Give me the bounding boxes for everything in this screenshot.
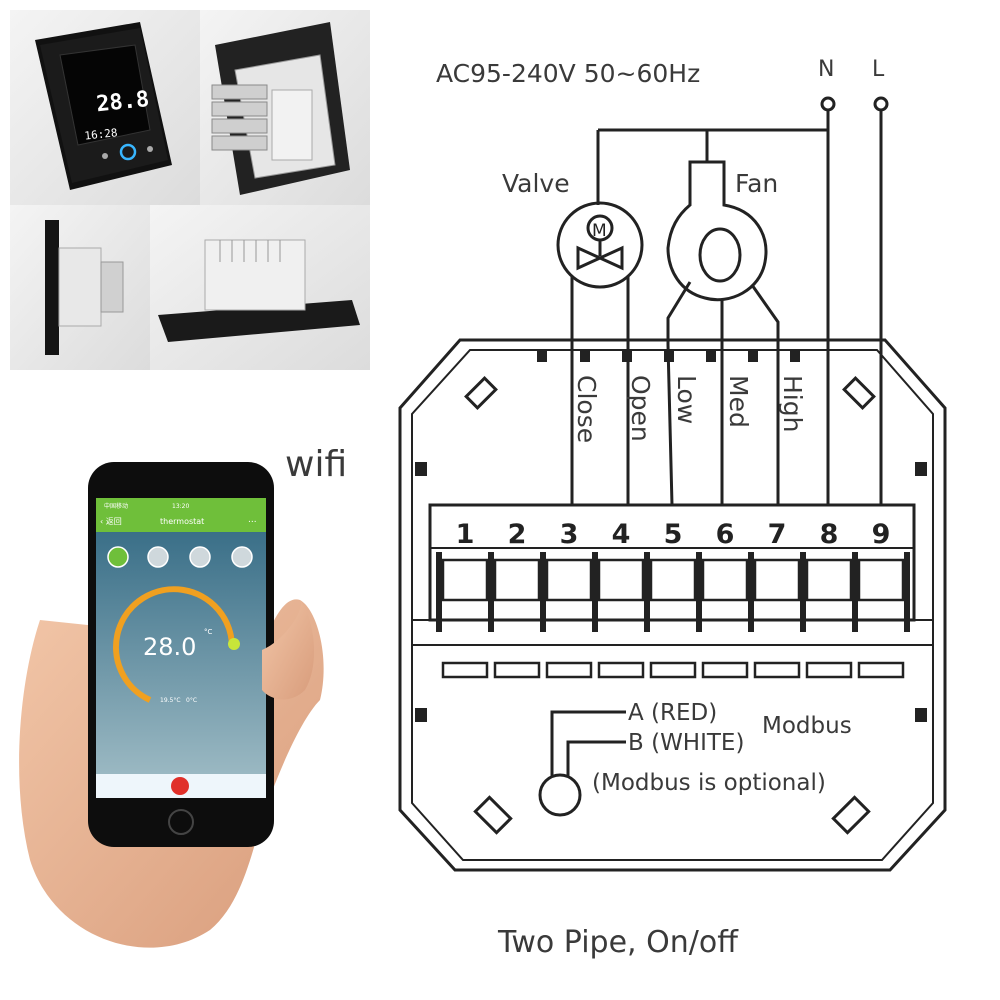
svg-text:M: M xyxy=(592,221,607,241)
terminal-separators xyxy=(436,552,910,632)
terminal-number-1: 1 xyxy=(456,519,475,550)
modbus-port-icon xyxy=(538,773,582,817)
room-temperature: 19.5°C xyxy=(160,697,181,704)
terminal-number-3: 3 xyxy=(560,519,579,550)
terminal-number-2: 2 xyxy=(508,519,527,550)
modbus-connector xyxy=(538,710,626,817)
modbus-optional-note: (Modbus is optional) xyxy=(592,770,826,796)
product-photo-back xyxy=(200,10,370,205)
supply-wires xyxy=(596,110,883,505)
mode-touch-icon xyxy=(147,146,153,152)
mount-tab-top-right xyxy=(842,376,876,410)
power-button-glow-icon xyxy=(119,143,137,161)
device-display-temperature: 28.8 xyxy=(95,87,150,117)
dial-knob[interactable] xyxy=(228,638,240,650)
terminal-block-photo xyxy=(211,84,268,151)
mount-tab-top-left xyxy=(464,376,498,410)
product-photo-front: 28.8 16:28 xyxy=(10,10,200,205)
fan-symbol-icon xyxy=(666,160,768,302)
temperature-unit: °C xyxy=(204,628,213,636)
valve-symbol-icon: M xyxy=(556,201,644,289)
power-mode-icon[interactable] xyxy=(107,546,129,568)
line-supply-terminal xyxy=(873,96,889,112)
wifi-label: wifi xyxy=(285,444,347,485)
line-label: L xyxy=(872,57,885,82)
app-title: thermostat xyxy=(160,517,204,526)
terminal-number-9: 9 xyxy=(872,519,891,550)
terminal-screws xyxy=(441,558,905,602)
diagram-caption: Two Pipe, On/off xyxy=(497,925,739,960)
fan-touch-icon xyxy=(102,153,108,159)
neutral-supply-terminal xyxy=(820,96,836,112)
floor-temperature: 0°C xyxy=(186,697,197,704)
modbus-b-label: B (WHITE) xyxy=(628,730,744,756)
valve-wires xyxy=(570,276,630,505)
fan-wires xyxy=(666,281,780,506)
valve-label: Valve xyxy=(502,169,570,198)
phone-in-hand: 中国移动 13:20 ‹ 返回 thermostat ... 28.0 °C 1… xyxy=(19,462,324,948)
mount-tab-bottom-left xyxy=(473,795,513,835)
thermostat-housing xyxy=(398,338,947,872)
terminal-label-open: Open xyxy=(626,375,655,442)
supply-voltage-label: AC95-240V 50~60Hz xyxy=(436,59,700,88)
top-pin-row xyxy=(537,350,800,362)
mount-tab-bottom-right xyxy=(831,795,871,835)
device-display-clock: 16:28 xyxy=(84,126,118,142)
terminal-number-5: 5 xyxy=(664,519,683,550)
eco-mode-icon[interactable] xyxy=(189,546,211,568)
phone-home-button[interactable] xyxy=(168,809,194,835)
terminal-label-low: Low xyxy=(672,375,701,424)
modbus-label: Modbus xyxy=(762,713,852,739)
home-mode-icon[interactable] xyxy=(147,546,169,568)
terminal-function-labels: Close Open Low Med High xyxy=(572,375,807,443)
product-photo-bottom xyxy=(150,205,370,370)
temperature-dial-arc xyxy=(113,586,236,703)
lock-icon[interactable] xyxy=(231,546,253,568)
terminal-number-6: 6 xyxy=(716,519,735,550)
terminal-number-4: 4 xyxy=(612,519,631,550)
product-photos: 28.8 16:28 xyxy=(10,10,370,370)
terminal-label-close: Close xyxy=(572,375,601,443)
fan-label: Fan xyxy=(735,169,778,198)
lower-terminal-pads xyxy=(441,661,905,679)
phone-power-button[interactable] xyxy=(171,777,189,795)
phone-status-carrier: 中国移动 xyxy=(104,502,128,510)
more-menu-button[interactable]: ... xyxy=(248,515,257,525)
set-temperature: 28.0 xyxy=(143,633,196,661)
modbus-a-label: A (RED) xyxy=(628,700,717,726)
product-photo-side xyxy=(10,205,150,370)
terminal-label-med: Med xyxy=(724,375,753,428)
terminal-label-high: High xyxy=(778,375,807,432)
terminal-number-7: 7 xyxy=(768,519,787,550)
phone-status-time: 13:20 xyxy=(172,503,189,510)
back-button[interactable]: ‹ 返回 xyxy=(100,517,122,526)
terminal-number-8: 8 xyxy=(820,519,839,550)
terminal-numbers: 1 2 3 4 5 6 7 8 9 xyxy=(456,519,891,550)
neutral-label: N xyxy=(818,57,834,82)
